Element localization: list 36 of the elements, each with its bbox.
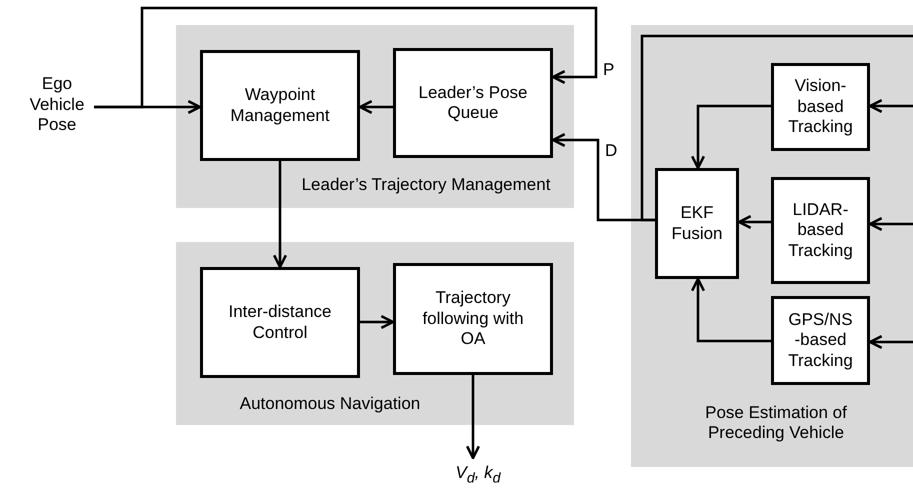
group-title: Pose Estimation of Preceding Vehicle: [704, 403, 848, 444]
arrow: [690, 278, 771, 342]
arrow: [868, 98, 913, 114]
process-box: [393, 48, 553, 158]
process-box: [393, 263, 553, 375]
arrow: [738, 214, 771, 230]
arrow: [466, 375, 480, 460]
box-label: GPS/NS -based Tracking: [787, 310, 854, 372]
process-box: [771, 63, 870, 151]
process-box: [771, 296, 870, 385]
process-box: [771, 177, 870, 284]
group-panel: [631, 25, 913, 467]
signal-label: Ego Vehicle Pose: [28, 74, 86, 136]
arrow: [868, 334, 913, 350]
box-label: Inter-distance Control: [228, 302, 332, 343]
group-title: Autonomous Navigation: [238, 394, 422, 414]
process-box: [655, 168, 739, 279]
group-panel: [176, 25, 574, 208]
signal-label: V$_{d}$, k$_{d}$: [455, 462, 501, 488]
box-label: LIDAR-based Tracking: [787, 200, 854, 262]
group-title: Leader’s Trajectory Management: [300, 175, 552, 196]
arrow: [690, 104, 771, 170]
box-label: Trajectory following with OA: [421, 288, 525, 350]
arrow: [868, 216, 913, 232]
arrow: [360, 314, 394, 330]
arrow: [272, 161, 288, 268]
process-box: [200, 50, 360, 161]
box-label: Leader’s Pose Queue: [417, 82, 528, 124]
process-box: [200, 267, 360, 378]
box-label: Waypoint Management: [229, 85, 331, 126]
connector-line: [640, 34, 913, 222]
box-label: EKF Fusion: [670, 203, 724, 244]
arrow: [358, 100, 393, 114]
arrow: [94, 6, 598, 108]
box-label: Vision-based Tracking: [787, 76, 854, 138]
group-panel: [176, 242, 574, 425]
